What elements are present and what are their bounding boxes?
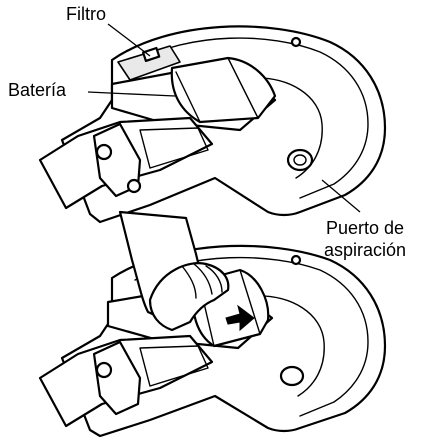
lid-bottom-handle	[92, 340, 142, 416]
label-filter: Filtro	[66, 4, 106, 24]
suction-port-top	[286, 148, 314, 172]
robot-bottom-screw	[290, 254, 302, 266]
lid-top-knob	[95, 143, 113, 161]
robot-top-screw	[290, 36, 302, 48]
lid-bottom-knob	[95, 361, 113, 379]
hand-palm	[148, 262, 230, 332]
battery-pack-edge	[175, 57, 259, 123]
robot-top	[38, 25, 387, 224]
pull-arrow-icon	[225, 304, 255, 332]
robot-top-rim	[134, 37, 369, 199]
robot-bottom-rim	[134, 256, 369, 417]
label-battery: Batería	[8, 80, 67, 100]
lid-bottom-inner	[139, 345, 209, 387]
suction-port-top-inner	[293, 154, 307, 166]
label-suction-port-line1: Puerto de	[326, 218, 405, 238]
leader-bateria	[87, 91, 176, 97]
lid-top-knob-2	[126, 178, 142, 194]
hand-illustration	[118, 210, 230, 332]
filter-tab	[142, 46, 161, 63]
robot-bottom-channel	[251, 295, 325, 397]
battery-pack-top	[170, 56, 277, 124]
leader-puerto	[321, 179, 361, 213]
suction-port-bottom	[279, 365, 305, 387]
hand-fingers	[181, 263, 223, 299]
lid-top-inner	[139, 127, 209, 169]
label-suction-port-line2: aspiración	[324, 240, 407, 260]
leader-filtro	[107, 23, 151, 57]
